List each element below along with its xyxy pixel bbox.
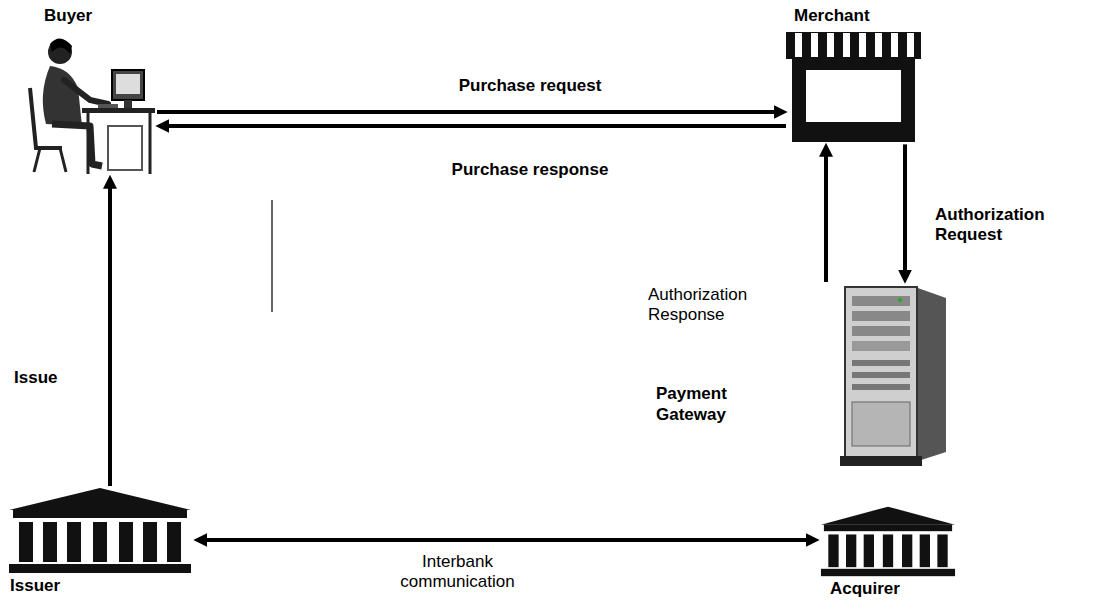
node-label: Payment Gateway bbox=[650, 324, 840, 425]
edge-label: Authorization Request bbox=[935, 205, 1060, 246]
buyer-icon bbox=[12, 26, 157, 176]
node-label: Acquirer bbox=[830, 579, 900, 599]
node-label: Buyer bbox=[44, 6, 92, 26]
node-label: Merchant bbox=[794, 6, 870, 26]
flow-arrow bbox=[108, 186, 112, 486]
buyer-node: Buyer bbox=[12, 6, 157, 176]
edge-label: Authorization Response bbox=[648, 285, 768, 326]
flow-arrow bbox=[167, 124, 786, 128]
bank-icon bbox=[818, 505, 958, 577]
edge-label: Purchase request bbox=[400, 76, 660, 96]
edge-label: Purchase response bbox=[400, 160, 660, 180]
node-label: Merchant bbox=[786, 6, 870, 32]
flow-arrow bbox=[824, 154, 828, 282]
merchant-node: Merchant bbox=[786, 6, 921, 144]
acquirer-node: Acquirer bbox=[818, 505, 958, 599]
flow-arrow bbox=[205, 538, 808, 542]
bank-icon bbox=[5, 486, 195, 574]
flow-arrow bbox=[903, 144, 907, 272]
node-label: Buyer bbox=[12, 6, 92, 26]
edge-label: Interbank communication bbox=[390, 552, 525, 593]
store-icon bbox=[786, 32, 921, 144]
issuer-node: Issuer bbox=[5, 486, 195, 596]
edge-label: Issue bbox=[14, 368, 94, 388]
server-icon bbox=[840, 282, 950, 467]
node-label: Issuer bbox=[5, 574, 60, 596]
flow-arrow bbox=[157, 110, 776, 114]
node-label: Issuer bbox=[10, 576, 60, 596]
node-label: Acquirer bbox=[818, 577, 900, 599]
node-label: Payment Gateway bbox=[656, 384, 751, 425]
stray-mark bbox=[271, 200, 273, 312]
